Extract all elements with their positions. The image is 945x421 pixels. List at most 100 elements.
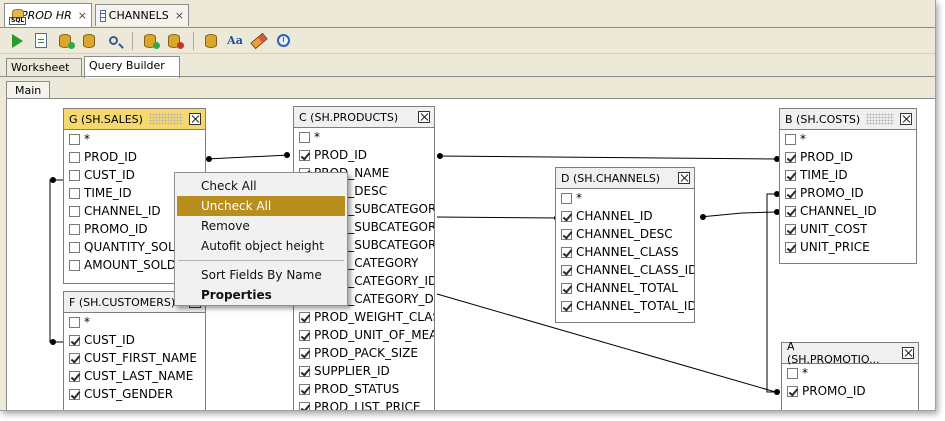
- column-row[interactable]: *: [64, 130, 205, 148]
- column-row[interactable]: SUPPLIER_ID: [294, 362, 434, 380]
- column-row[interactable]: CUST_ID: [64, 166, 205, 184]
- column-checkbox[interactable]: [561, 264, 572, 276]
- column-checkbox[interactable]: [561, 300, 572, 312]
- column-checkbox[interactable]: [69, 352, 80, 364]
- column-checkbox[interactable]: [561, 210, 572, 222]
- column-checkbox[interactable]: [785, 187, 796, 199]
- drag-grip[interactable]: [666, 172, 672, 184]
- column-row[interactable]: TIME_ID: [64, 184, 205, 202]
- table-header[interactable]: G (SH.SALES): [64, 109, 205, 130]
- drag-grip[interactable]: [148, 113, 183, 125]
- column-checkbox[interactable]: [69, 259, 80, 271]
- column-row[interactable]: CHANNEL_TOTAL: [556, 279, 694, 297]
- menu-item-sort-fields[interactable]: Sort Fields By Name: [201, 268, 322, 282]
- menu-item-remove[interactable]: Remove: [201, 219, 250, 233]
- column-row[interactable]: PROD_LIST_PRICE: [294, 398, 434, 410]
- table-promotions[interactable]: A (SH.PROMOTIO... *PROMO_ID: [781, 340, 919, 410]
- column-checkbox[interactable]: [69, 205, 80, 217]
- column-checkbox[interactable]: [785, 223, 796, 235]
- column-checkbox[interactable]: [69, 187, 80, 199]
- close-table-icon[interactable]: [678, 172, 690, 184]
- table-header[interactable]: C (SH.PRODUCTS): [294, 107, 434, 128]
- column-checkbox[interactable]: [785, 205, 796, 217]
- close-tab-icon[interactable]: ×: [174, 9, 184, 22]
- commit-icon[interactable]: [56, 32, 75, 50]
- close-table-icon[interactable]: [900, 113, 912, 125]
- table-header[interactable]: B (SH.COSTS): [780, 109, 916, 130]
- column-row[interactable]: PROMO_ID: [64, 220, 205, 238]
- column-checkbox[interactable]: [299, 383, 310, 395]
- menu-item-uncheck-all[interactable]: Uncheck All: [177, 196, 345, 216]
- drag-grip[interactable]: [404, 111, 412, 123]
- column-row[interactable]: UNIT_PRICE: [780, 238, 916, 256]
- autotrace-icon[interactable]: [141, 32, 160, 50]
- column-row[interactable]: CUST_GENDER: [64, 385, 205, 403]
- column-checkbox[interactable]: [69, 388, 80, 400]
- explain-plan-icon[interactable]: [104, 32, 122, 50]
- column-row[interactable]: PROD_STATUS: [294, 380, 434, 398]
- menu-item-properties[interactable]: Properties: [201, 288, 272, 302]
- close-table-icon[interactable]: [189, 113, 201, 125]
- column-checkbox[interactable]: [785, 241, 796, 253]
- column-checkbox[interactable]: [787, 385, 798, 397]
- clear-icon[interactable]: [250, 32, 268, 50]
- column-row[interactable]: CHANNEL_CLASS_ID: [556, 261, 694, 279]
- run-icon[interactable]: [8, 32, 26, 50]
- column-row[interactable]: TIME_ID: [780, 166, 916, 184]
- column-checkbox[interactable]: [69, 316, 80, 328]
- column-checkbox[interactable]: [69, 151, 80, 163]
- column-checkbox[interactable]: [299, 347, 310, 359]
- column-row[interactable]: CHANNEL_ID: [64, 202, 205, 220]
- column-checkbox[interactable]: [299, 311, 310, 323]
- close-tab-icon[interactable]: ×: [77, 9, 87, 22]
- column-checkbox[interactable]: [299, 401, 310, 410]
- column-checkbox[interactable]: [69, 241, 80, 253]
- column-checkbox[interactable]: [69, 133, 80, 145]
- column-row[interactable]: CHANNEL_ID: [556, 207, 694, 225]
- column-row[interactable]: PROD_ID: [780, 148, 916, 166]
- column-row[interactable]: PROD_UNIT_OF_MEASURE: [294, 326, 434, 344]
- column-row[interactable]: *: [64, 313, 205, 331]
- rollback-icon[interactable]: [80, 32, 98, 50]
- menu-item-autofit-height[interactable]: Autofit object height: [201, 239, 324, 253]
- close-table-icon[interactable]: [902, 347, 914, 359]
- column-checkbox[interactable]: [299, 329, 310, 341]
- run-script-icon[interactable]: [32, 32, 50, 50]
- sql-history-icon[interactable]: [202, 32, 220, 50]
- column-checkbox[interactable]: [561, 282, 572, 294]
- column-row[interactable]: UNIT_COST: [780, 220, 916, 238]
- column-row[interactable]: PROD_ID: [64, 148, 205, 166]
- column-row[interactable]: QUANTITY_SOLD: [64, 238, 205, 256]
- column-row[interactable]: CHANNEL_CLASS: [556, 243, 694, 261]
- column-checkbox[interactable]: [785, 133, 796, 145]
- table-header[interactable]: D (SH.CHANNELS): [556, 168, 694, 189]
- column-checkbox[interactable]: [561, 228, 572, 240]
- column-row[interactable]: CHANNEL_TOTAL_ID: [556, 297, 694, 315]
- column-row[interactable]: PROD_ID: [294, 146, 434, 164]
- column-row[interactable]: *: [556, 189, 694, 207]
- history-icon[interactable]: [274, 32, 292, 50]
- column-row[interactable]: PROD_WEIGHT_CLASS: [294, 308, 434, 326]
- column-row[interactable]: PROMO_ID: [780, 184, 916, 202]
- column-row[interactable]: PROD_PACK_SIZE: [294, 344, 434, 362]
- column-checkbox[interactable]: [69, 169, 80, 181]
- column-row[interactable]: *: [782, 364, 918, 382]
- format-icon[interactable]: Aa: [227, 34, 243, 47]
- column-checkbox[interactable]: [785, 151, 796, 163]
- column-row[interactable]: CUST_FIRST_NAME: [64, 349, 205, 367]
- column-checkbox[interactable]: [785, 169, 796, 181]
- table-header[interactable]: A (SH.PROMOTIO...: [782, 340, 918, 366]
- tab-query-builder[interactable]: Query Builder: [84, 56, 180, 78]
- sql-tuning-icon[interactable]: [165, 32, 184, 50]
- tab-main[interactable]: Main: [6, 81, 51, 99]
- editor-tab-channels[interactable]: CHANNELS ×: [95, 4, 189, 26]
- column-row[interactable]: *: [294, 128, 434, 146]
- close-table-icon[interactable]: [418, 111, 430, 123]
- column-checkbox[interactable]: [69, 334, 80, 346]
- column-checkbox[interactable]: [299, 365, 310, 377]
